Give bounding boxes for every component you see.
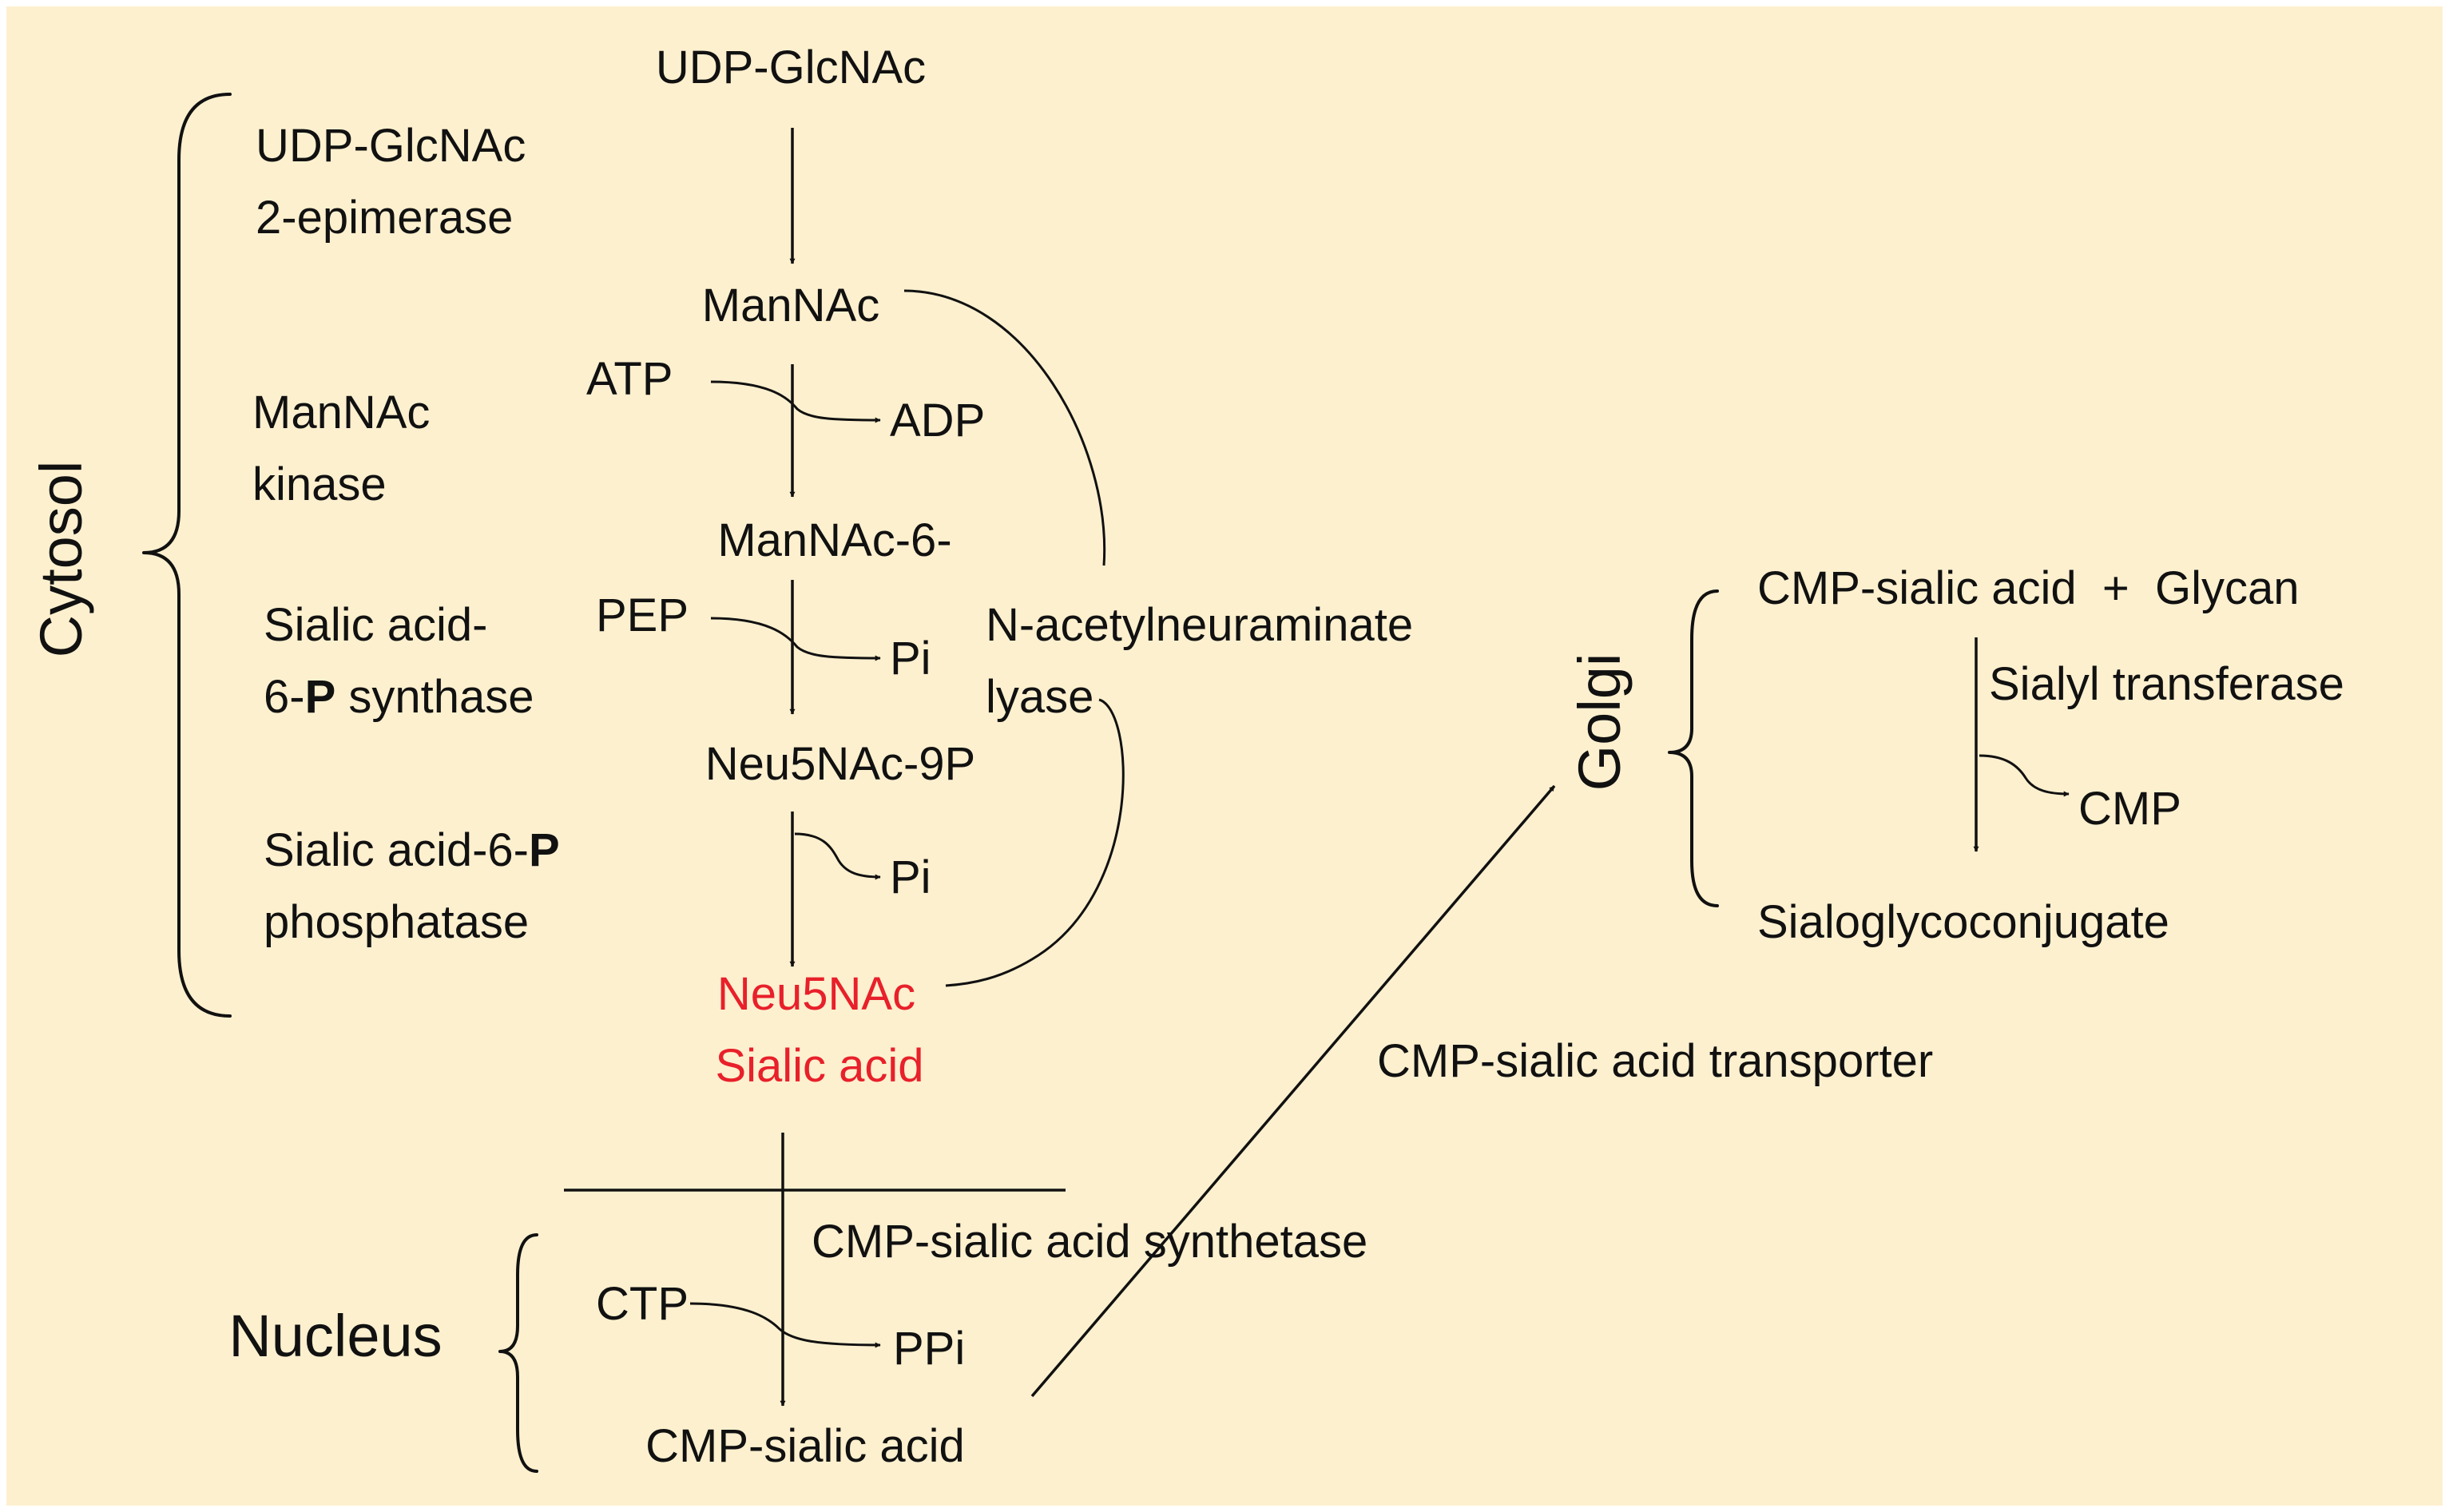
kinase-label-line2: kinase [252, 458, 387, 510]
synthase-label-line2: 6-P synthase [264, 671, 534, 723]
kinase-label-line1: ManNAc [252, 387, 430, 439]
epimerase-label-line1: UDP-GlcNAc [256, 120, 526, 172]
lyase-label-line2: lyase [986, 671, 1094, 723]
arrow-transporter-to-golgi [1030, 784, 1556, 1398]
lyase-arc [903, 289, 1125, 987]
cmp-synthetase-label: CMP-sialic acid synthetase [812, 1216, 1367, 1268]
phosphatase-label-line2: phosphatase [264, 896, 529, 948]
ppi-label: PPi [893, 1323, 965, 1375]
atp-label: ATP [586, 353, 673, 405]
sialyl-transferase-label: Sialyl transferase [1989, 658, 2344, 710]
golgi-substrate-label: CMP-sialic acid + Glycan [1757, 562, 2299, 614]
cytosol-bracket [142, 93, 232, 1018]
arrow-pi-release [794, 832, 881, 880]
arrow-ctp-to-ppi [689, 1302, 881, 1348]
udp-glcnac-label: UDP-GlcNAc [656, 42, 926, 93]
sialic-acid-label: Sialic acid [715, 1040, 923, 1092]
phosphatase-label-line1: Sialic acid-6-P [264, 824, 560, 876]
transporter-label: CMP-sialic acid transporter [1377, 1035, 1933, 1087]
cytosol-label: Cytosol [28, 461, 94, 658]
pi-label-1: Pi [890, 633, 931, 685]
mannac-6p-label: ManNAc-6- [717, 514, 951, 566]
sialoglycoconjugate-label: Sialoglycoconjugate [1757, 896, 2169, 948]
mannac-label: ManNAc [702, 280, 879, 331]
cmp-sialic-acid-label: CMP-sialic acid [645, 1420, 965, 1472]
nucleus-bracket [498, 1233, 538, 1473]
arrow-pep-to-pi [710, 617, 881, 661]
pep-label: PEP [596, 589, 689, 641]
pi-label-2: Pi [890, 851, 931, 903]
lyase-label-line1: N-acetylneuraminate [986, 599, 1413, 651]
epimerase-label-line2: 2-epimerase [256, 192, 513, 244]
neu5nac-label: Neu5NAc [717, 968, 915, 1020]
background-panel [6, 6, 2443, 1506]
adp-label: ADP [890, 395, 985, 446]
golgi-bracket [1668, 589, 1719, 907]
ctp-label: CTP [596, 1278, 689, 1330]
neu5nac-9p-label: Neu5NAc-9P [705, 738, 975, 790]
golgi-cmp-label: CMP [2078, 783, 2181, 835]
nucleus-label: Nucleus [228, 1303, 442, 1369]
arrow-cmp-release [1979, 754, 2070, 797]
synthase-label-line1: Sialic acid- [264, 599, 487, 651]
arrow-atp-to-adp [710, 380, 881, 423]
golgi-label: Golgi [1566, 653, 1633, 792]
